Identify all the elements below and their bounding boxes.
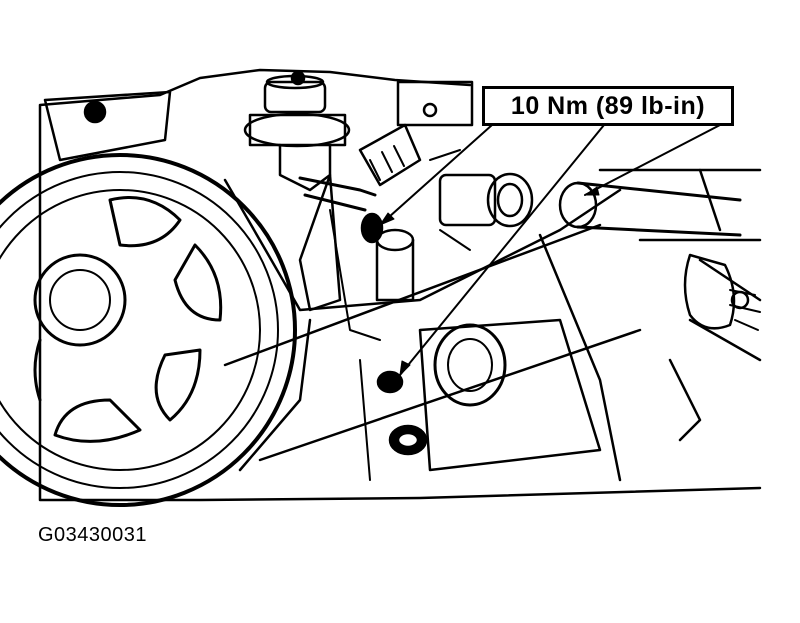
lower-bolt-2 <box>376 370 404 394</box>
injector <box>360 212 415 302</box>
callout-leader-line <box>379 124 493 226</box>
callout-leader-line-2 <box>399 124 605 376</box>
torque-callout: 10 Nm (89 lb-in) <box>482 86 734 126</box>
torque-spec-label: 10 Nm (89 lb-in) <box>510 91 706 120</box>
right-hose <box>638 168 762 362</box>
mounting-bolt <box>558 181 742 237</box>
fuel-pressure-regulator <box>243 70 351 192</box>
vacuum-hose <box>298 176 377 212</box>
crankshaft-pulley <box>0 153 297 507</box>
hose-clamp <box>683 253 761 331</box>
callout-leader-line-3 <box>584 124 721 196</box>
bracket-bolt <box>83 100 107 124</box>
leader-arrowheads <box>379 186 600 376</box>
bracket-block <box>396 80 474 127</box>
engine-outline <box>38 68 762 502</box>
top-bracket <box>43 90 172 162</box>
fuel-line-fitting <box>438 172 534 228</box>
hose-connector <box>358 123 422 187</box>
throttle-housing <box>418 318 602 472</box>
figure-id-label: G03430031 <box>38 524 148 546</box>
lower-bolt <box>388 424 428 456</box>
